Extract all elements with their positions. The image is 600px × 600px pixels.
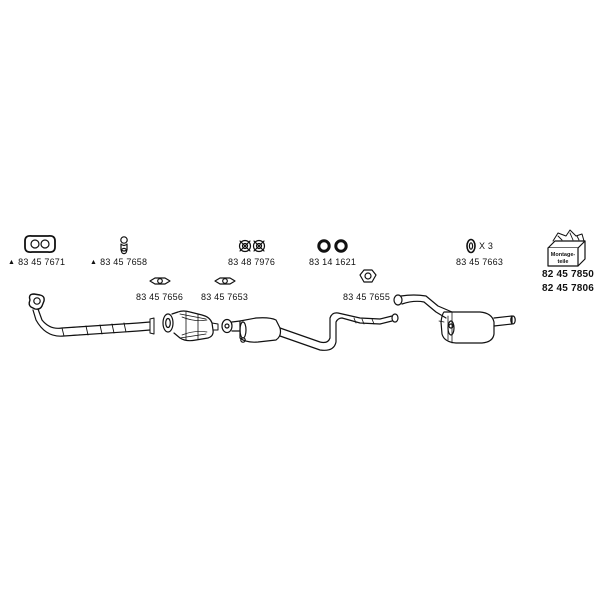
rubber-mount-7663-icon	[466, 238, 476, 254]
front-pipe-part	[28, 293, 155, 337]
kit-code-7850: 82 45 7850	[542, 269, 595, 280]
part-label-1621: 83 14 1621	[309, 257, 357, 267]
kit-box-label-line1: Montage-	[551, 252, 576, 258]
part-label-7976: 83 48 7976	[228, 257, 276, 267]
gasket-7656-icon	[149, 277, 171, 285]
rubber-ring-pair-1621-icon	[317, 239, 348, 253]
part-label-7653: 83 45 7653	[201, 292, 249, 302]
kit-code-7806: 82 45 7806	[542, 283, 595, 294]
gasket-7655-icon	[359, 269, 377, 283]
part-label-7663: 83 45 7663	[456, 257, 504, 267]
part-label-7656: 83 45 7656	[136, 292, 184, 302]
middle-silencer-pipe-part	[221, 312, 399, 351]
part-label-7658: 83 45 7658	[90, 257, 147, 267]
quantity-label: X 3	[479, 241, 494, 251]
kit-box-label-line2: teile	[557, 259, 568, 265]
part-label-7671: 83 45 7671	[8, 257, 65, 267]
mounting-kit-box-icon	[547, 229, 586, 267]
catalytic-converter-part	[162, 310, 219, 342]
gasket-7653-icon	[214, 277, 236, 285]
clamp-pair-7976-icon	[238, 239, 266, 253]
gasket-7671-icon	[24, 234, 56, 254]
hanger-7658-icon	[120, 236, 128, 255]
part-label-7655: 83 45 7655	[343, 292, 391, 302]
rear-silencer-part	[393, 294, 516, 344]
